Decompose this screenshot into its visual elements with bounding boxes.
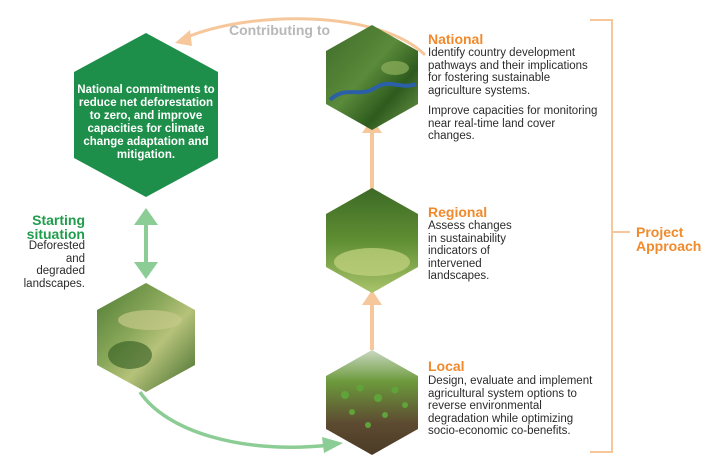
local-landscape-hexagon (326, 350, 418, 455)
national-field-shape (381, 61, 409, 75)
contributing-arrow (184, 17, 427, 57)
national-title: National (428, 31, 484, 47)
project-approach-label: Project Approach (636, 224, 702, 254)
starting-landscape-hexagon (97, 283, 195, 392)
starting-clearing-shape (118, 310, 182, 330)
national-description: Identify country development pathways an… (428, 47, 598, 151)
project-approach-bracket (590, 19, 613, 453)
contributing-arrow-head (175, 30, 192, 46)
contributing-to-label: Contributing to (229, 22, 331, 38)
starting-arrow-down-head (134, 262, 158, 279)
national-river-shape (328, 81, 417, 102)
approach-arrow-head-lower (362, 290, 382, 305)
starting-situation-text: Deforested and degraded landscapes. (23, 240, 85, 290)
starting-forest-shape (108, 341, 152, 369)
starting-to-local-arrow-head (322, 437, 343, 453)
starting-arrow-up-head (134, 208, 158, 225)
national-commitments-text: National commitments to reduce net defor… (77, 84, 215, 161)
national-description-2: Improve capacities for monitoring near r… (428, 105, 598, 142)
regional-landscape-hexagon (326, 188, 418, 293)
regional-title: Regional (428, 204, 488, 220)
starting-to-local-curve (138, 391, 331, 449)
starting-situation-title: Starting situation (26, 212, 85, 242)
national-commitments-hexagon (74, 33, 218, 197)
local-seedlings-shape (341, 384, 408, 428)
local-description: Design, evaluate and implement agricultu… (428, 375, 593, 437)
regional-description: Assess changes in sustainability indicat… (428, 220, 512, 282)
regional-clearing-shape (334, 248, 410, 276)
national-description-1: Identify country development pathways an… (428, 47, 588, 97)
national-landscape-hexagon (326, 25, 418, 130)
local-title: Local (428, 358, 465, 374)
